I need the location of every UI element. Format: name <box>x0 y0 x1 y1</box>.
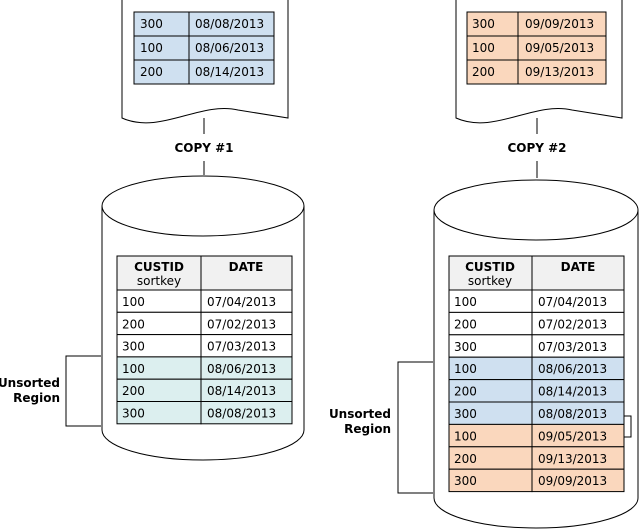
right-table-row-1: 100 07/04/2013 <box>448 289 625 313</box>
left-table-row-5-custid: 200 <box>122 384 145 398</box>
right-unsorted-bracket <box>397 361 433 494</box>
copy1-row3-custid: 200 <box>140 65 163 79</box>
copy2-row2-custid: 100 <box>472 41 495 55</box>
left-header-custid: CUSTID <box>134 260 184 274</box>
left-header-sortkey: sortkey <box>137 274 181 288</box>
copy1-row1-date: 08/08/2013 <box>195 17 264 31</box>
right-table-row-4-custid: 100 <box>454 362 477 376</box>
right-table-row-8-custid: 200 <box>454 452 477 466</box>
copy2-row2-date: 09/05/2013 <box>525 41 594 55</box>
copy1-row3-date: 08/14/2013 <box>195 65 264 79</box>
copy2-table: 300 09/09/2013 100 09/05/2013 200 09/13/… <box>466 11 607 85</box>
copy2-row1-custid: 300 <box>472 17 495 31</box>
left-header-date: DATE <box>229 260 264 274</box>
right-inner-bracket <box>624 415 632 438</box>
left-table-row-5: 200 08/14/2013 <box>116 378 293 403</box>
left-unsorted-label-line2: Region <box>13 391 60 405</box>
right-table-row-4: 100 08/06/2013 <box>448 356 625 381</box>
copy1-row1-custid: 300 <box>140 17 163 31</box>
left-table-row-6: 300 08/08/2013 <box>116 401 293 425</box>
right-table-row-6-date: 08/08/2013 <box>538 407 607 421</box>
left-table-row-6-date: 08/08/2013 <box>207 407 276 421</box>
right-table-row-6: 300 08/08/2013 <box>448 401 625 425</box>
left-table: CUSTID sortkey DATE 100 07/04/2013 200 07/0… <box>116 255 293 425</box>
right-table-row-2-custid: 200 <box>454 317 477 331</box>
right-header-date: DATE <box>561 260 596 274</box>
left-table-row-6-custid: 300 <box>122 407 145 421</box>
right-table-row-4-date: 08/06/2013 <box>538 362 607 376</box>
right-table-row-6-custid: 300 <box>454 407 477 421</box>
left-table-row-4-custid: 100 <box>122 362 145 376</box>
right-unsorted-label-line2: Region <box>344 422 391 436</box>
left-table-row-1-date: 07/04/2013 <box>207 295 276 309</box>
right-cylinder-top <box>433 179 639 241</box>
left-table-row-4-date: 08/06/2013 <box>207 362 276 376</box>
right-table-row-9: 300 09/09/2013 <box>448 468 625 493</box>
right-table-row-8: 200 09/13/2013 <box>448 446 625 470</box>
right-table-row-2: 200 07/02/2013 <box>448 311 625 336</box>
copy1-row2-date: 08/06/2013 <box>195 41 264 55</box>
right-table-row-7-date: 09/05/2013 <box>538 429 607 443</box>
left-table-row-5-date: 08/14/2013 <box>207 384 276 398</box>
copy1-label: COPY #1 <box>174 141 233 155</box>
right-table-row-9-date: 09/09/2013 <box>538 474 607 488</box>
right-table-row-7: 100 09/05/2013 <box>448 423 625 448</box>
right-table-row-3-date: 07/03/2013 <box>538 340 607 354</box>
right-unsorted-label-line1: Unsorted <box>329 407 391 421</box>
left-table-row-6-date-cell <box>200 401 293 425</box>
right-table-row-9-date-cell <box>531 468 625 493</box>
copy1-table: 300 08/08/2013 100 08/06/2013 200 08/14/… <box>133 11 275 85</box>
left-table-row-2: 200 07/02/2013 <box>116 311 293 336</box>
left-table-row-3-date: 07/03/2013 <box>207 340 276 354</box>
left-table-row-1: 100 07/04/2013 <box>116 289 293 313</box>
copy2-row3-custid: 200 <box>472 65 495 79</box>
right-table-row-3: 300 07/03/2013 <box>448 334 625 358</box>
right-table-row-2-date: 07/02/2013 <box>538 317 607 331</box>
right-table-row-5-custid: 200 <box>454 385 477 399</box>
right-table-row-5-date: 08/14/2013 <box>538 385 607 399</box>
left-table-row-2-date: 07/02/2013 <box>207 317 276 331</box>
left-table-row-3-custid: 300 <box>122 340 145 354</box>
right-table-row-8-date: 09/13/2013 <box>538 452 607 466</box>
right-header-sortkey: sortkey <box>468 274 512 288</box>
left-table-row-1-custid: 100 <box>122 295 145 309</box>
copy2-row3-date: 09/13/2013 <box>525 65 594 79</box>
right-table-row-3-custid: 300 <box>454 340 477 354</box>
left-table-row-4: 100 08/06/2013 <box>116 356 293 380</box>
left-unsorted-label-line1: Unsorted <box>0 376 60 390</box>
right-table: CUSTID sortkey DATE 100 07/04/2013 200 07/0… <box>448 255 625 493</box>
copy2-label: COPY #2 <box>507 141 566 155</box>
right-table-row-1-date: 07/04/2013 <box>538 295 607 309</box>
right-table-row-7-custid: 100 <box>454 429 477 443</box>
right-table-row-5: 200 08/14/2013 <box>448 379 625 403</box>
left-cylinder-top <box>101 175 305 237</box>
right-table-row-9-custid: 300 <box>454 474 477 488</box>
left-table-row-3: 300 07/03/2013 <box>116 334 293 358</box>
copy2-row1-date: 09/09/2013 <box>525 17 594 31</box>
left-unsorted-bracket <box>65 355 101 427</box>
left-table-row-2-custid: 200 <box>122 317 145 331</box>
right-header-custid: CUSTID <box>465 260 515 274</box>
right-table-row-1-custid: 100 <box>454 295 477 309</box>
copy1-row2-custid: 100 <box>140 41 163 55</box>
